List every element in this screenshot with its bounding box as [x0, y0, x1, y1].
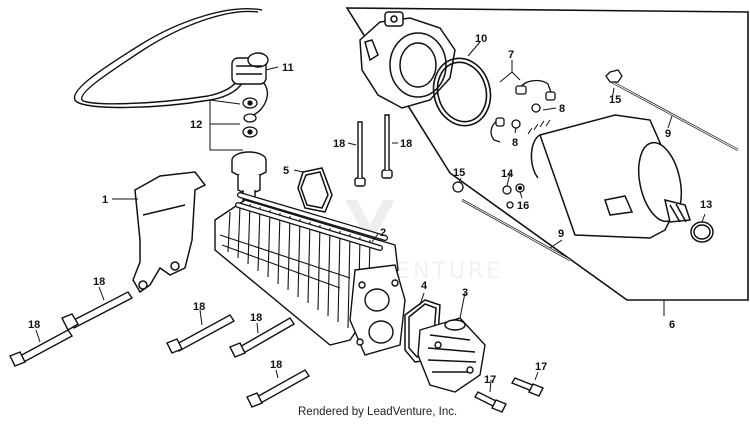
watermark-logo: VENTURE — [345, 200, 500, 284]
callout-4: 4 — [421, 280, 428, 292]
callout-13: 13 — [700, 199, 712, 211]
cover-bolts — [474, 377, 544, 413]
cover-plate — [132, 171, 207, 294]
starter-shaft-o-ring — [690, 221, 714, 243]
callout-1: 1 — [102, 194, 108, 206]
wire-connector — [231, 52, 269, 85]
leader-lines — [35, 41, 706, 393]
callout-7: 7 — [508, 49, 514, 61]
callout-18-d: 18 — [250, 312, 262, 324]
callout-10: 10 — [475, 33, 487, 45]
starter-o-ring — [432, 57, 492, 127]
callout-3: 3 — [462, 287, 468, 299]
callout-14: 14 — [501, 168, 514, 180]
callout-18-g: 18 — [400, 138, 412, 150]
starter-group-frame — [345, 7, 749, 301]
callout-labels: 1 2 3 4 5 6 7 8 8 9 9 10 11 12 13 14 15 … — [28, 33, 712, 386]
terminal-screws — [242, 97, 258, 138]
oil-cooler-cover — [417, 317, 486, 393]
callout-18-c: 18 — [193, 301, 205, 313]
through-bolts — [461, 80, 739, 262]
gasket-5 — [297, 167, 333, 213]
oil-pressure-switch — [231, 151, 267, 201]
callout-8-lower: 8 — [512, 137, 518, 149]
vertical-bolts — [354, 114, 393, 187]
callout-18-b: 18 — [28, 319, 40, 331]
callout-12: 12 — [190, 119, 202, 131]
callout-17-right: 17 — [535, 361, 547, 373]
callout-18-f: 18 — [333, 138, 345, 150]
callout-18-e: 18 — [270, 359, 282, 371]
small-hardware — [452, 69, 623, 209]
callout-15-lower: 15 — [453, 167, 465, 179]
callout-6: 6 — [669, 319, 675, 331]
credit-line: Rendered by LeadVenture, Inc. — [298, 406, 457, 418]
callout-8-upper: 8 — [559, 103, 565, 115]
starter-motor — [527, 114, 692, 239]
callout-5: 5 — [283, 165, 289, 177]
callout-9-upper: 9 — [665, 128, 671, 140]
callout-11: 11 — [282, 62, 294, 74]
callout-2: 2 — [380, 227, 386, 239]
callout-16: 16 — [517, 200, 529, 212]
callout-15-upper: 15 — [609, 94, 621, 106]
oil-cooler-block — [214, 192, 406, 356]
callout-18-a: 18 — [93, 276, 105, 288]
mounting-bolts — [9, 291, 311, 408]
brush-holder-set — [490, 79, 556, 143]
starter-bracket — [359, 11, 456, 109]
callout-17-left: 17 — [484, 374, 496, 386]
callout-9-lower: 9 — [558, 228, 564, 240]
